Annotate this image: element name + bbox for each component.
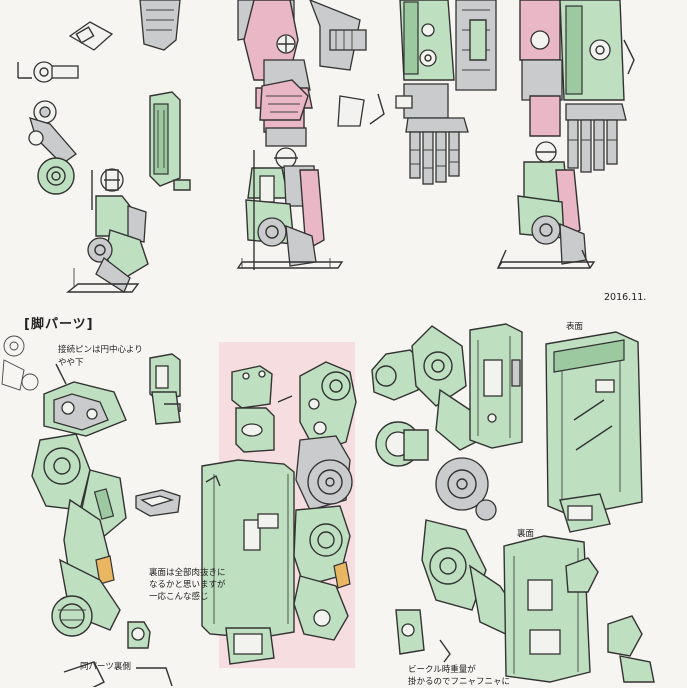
right-tall-plate xyxy=(469,323,523,449)
bottom-left-doodle xyxy=(1,335,39,391)
right-front-plate xyxy=(545,331,643,533)
right-center-parts xyxy=(371,325,521,663)
note-back-line3: 一応こんな感じ xyxy=(149,592,209,602)
bottom-left-small-parts xyxy=(63,353,181,687)
note-pin-line2: やや下 xyxy=(58,358,84,368)
top-green-arm xyxy=(395,0,497,185)
top-left-loose-parts xyxy=(17,0,191,195)
top-left-leg xyxy=(66,168,149,293)
top-right-robot xyxy=(496,0,635,269)
center-long-leg xyxy=(277,361,357,641)
bottom-left-leg xyxy=(31,363,127,637)
date-label: 2016.11. xyxy=(604,292,647,303)
note-back-line1: 裏面は全部肉抜きに xyxy=(149,568,226,578)
note-back-line2: なるかと思いますが xyxy=(149,580,226,590)
note-same-part: 同パーツ裏側 xyxy=(80,662,131,672)
right-back-plate xyxy=(503,535,655,683)
center-box-parts xyxy=(201,365,295,665)
note-vehicle-line1: ビークル時重量が xyxy=(408,665,476,675)
note-vehicle-line2: 掛かるのでフニャフニャに xyxy=(408,677,511,687)
note-pin-line1: 接続ピンは円中心より xyxy=(58,345,143,355)
top-center-robot xyxy=(236,0,385,270)
note-front: 表面 xyxy=(566,322,584,332)
section-title: [脚パーツ] xyxy=(24,317,94,332)
note-back: 裏面 xyxy=(517,529,535,539)
